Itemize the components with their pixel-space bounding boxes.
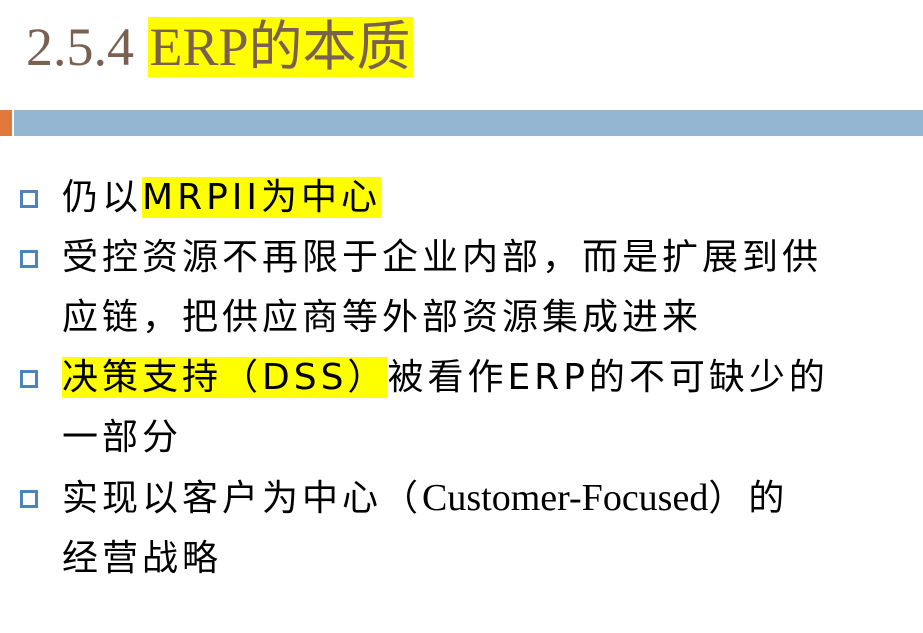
title-highlighted-text: ERP的本质 bbox=[147, 17, 413, 77]
bullet-4-line1-pre: 实现以客户为中心（ bbox=[62, 478, 423, 519]
bullet-2-line2: 应链，把供应商等外部资源集成进来 bbox=[62, 297, 703, 338]
bullet-4-latin-term: Customer-Focused bbox=[422, 477, 709, 519]
bullet-3-highlight: 决策支持（DSS） bbox=[62, 357, 388, 398]
slide-title: 2.5.4 ERP的本质 bbox=[26, 14, 413, 80]
bullet-3-line2: 一部分 bbox=[62, 417, 183, 458]
square-bullet-icon bbox=[20, 370, 38, 388]
title-accent-block bbox=[0, 110, 12, 136]
bullet-3-line1-rest: 被看作ERP的不可缺少的 bbox=[387, 357, 829, 398]
bullet-4-line1-post: ）的 bbox=[708, 478, 789, 519]
bullet-1-highlight: MRPII为中心 bbox=[142, 177, 382, 218]
section-number: 2.5.4 bbox=[26, 17, 148, 77]
bullet-item-4: 实现以客户为中心（Customer-Focused）的 经营战略 bbox=[0, 468, 923, 589]
bullet-4-line2: 经营战略 bbox=[62, 538, 223, 579]
bullet-item-3: 决策支持（DSS）被看作ERP的不可缺少的 一部分 bbox=[0, 348, 923, 468]
square-bullet-icon bbox=[20, 490, 38, 508]
square-bullet-icon bbox=[20, 250, 38, 268]
bullet-1-pre: 仍以 bbox=[62, 177, 143, 218]
bullet-list: 仍以MRPII为中心 受控资源不再限于企业内部，而是扩展到供 应链，把供应商等外… bbox=[0, 168, 923, 589]
square-bullet-icon bbox=[20, 190, 38, 208]
bullet-2-line1: 受控资源不再限于企业内部，而是扩展到供 bbox=[62, 237, 823, 278]
bullet-item-2: 受控资源不再限于企业内部，而是扩展到供 应链，把供应商等外部资源集成进来 bbox=[0, 228, 923, 348]
bullet-item-1: 仍以MRPII为中心 bbox=[0, 168, 923, 228]
title-divider-bar bbox=[14, 110, 923, 136]
